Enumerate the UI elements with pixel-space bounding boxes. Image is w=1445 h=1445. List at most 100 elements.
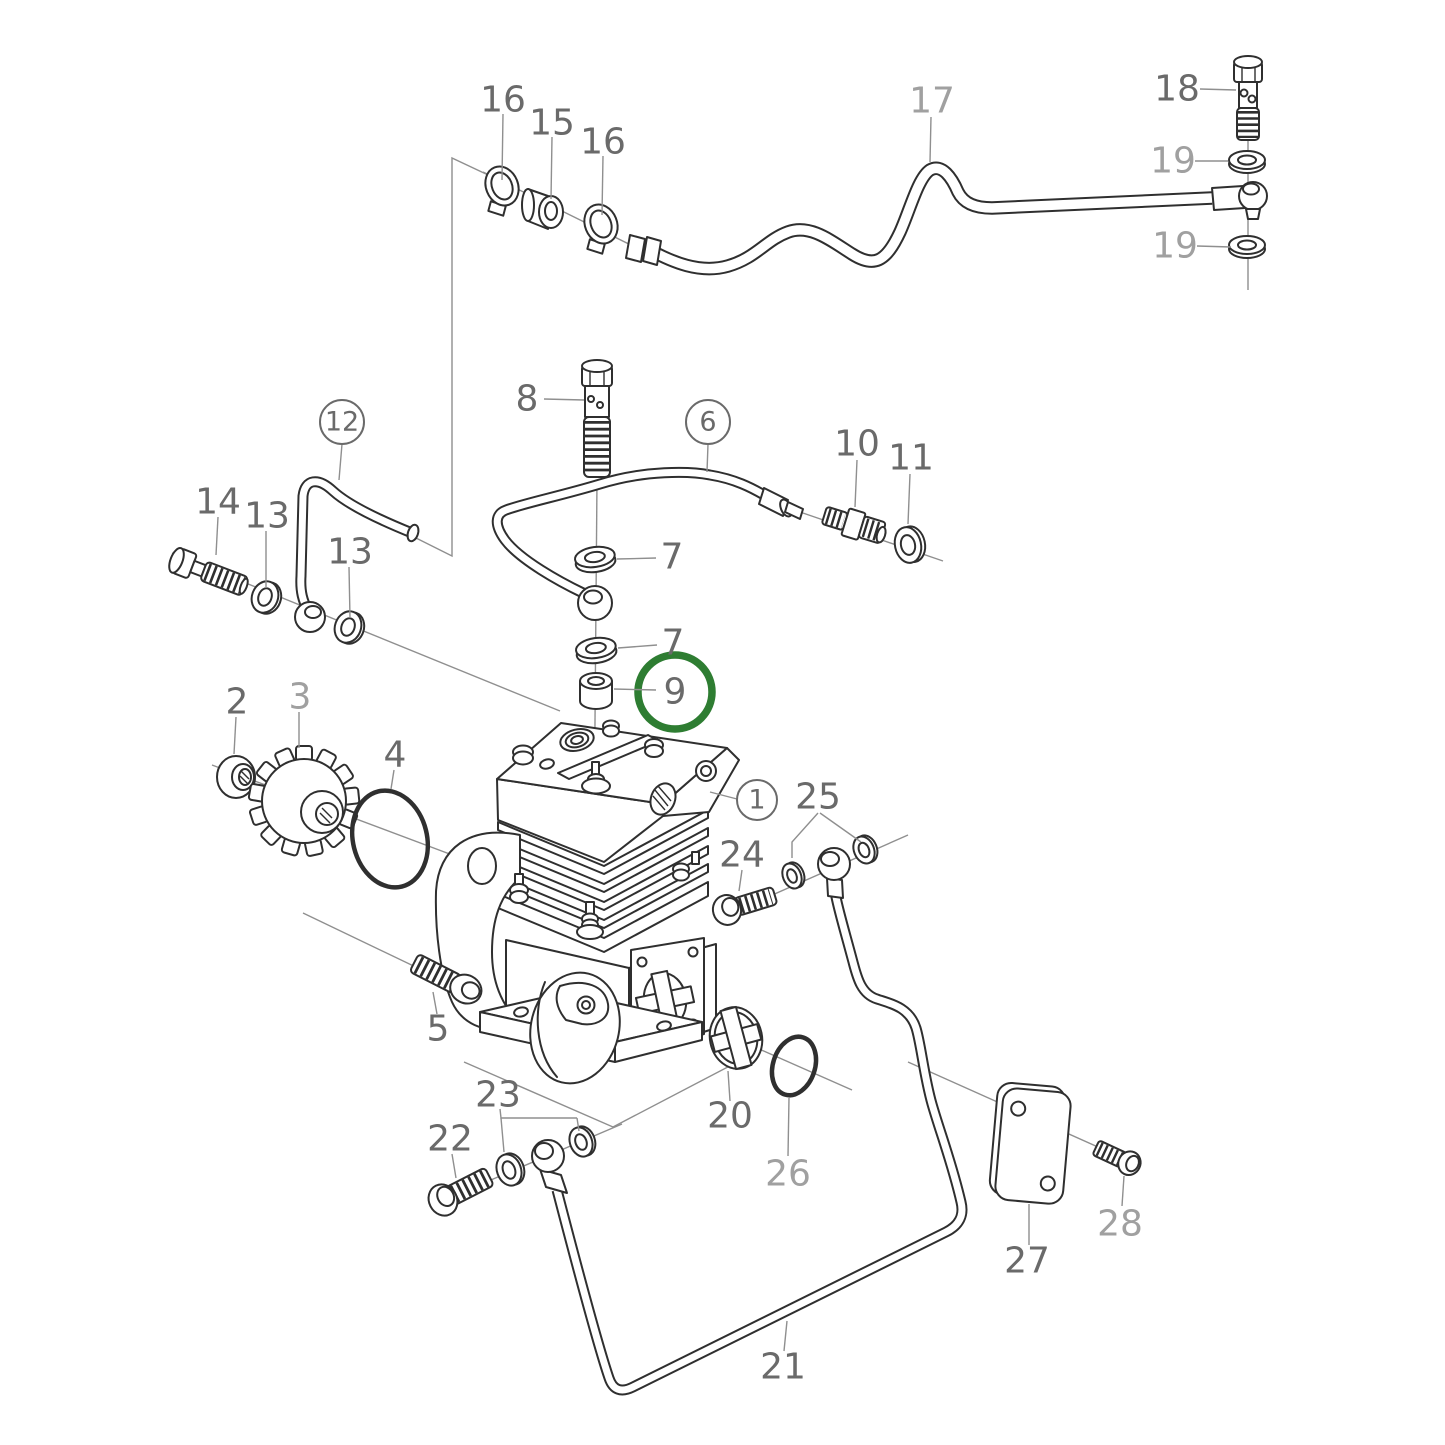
part-clamp-16b [583,203,619,255]
callout-label-23: 23 [475,1075,521,1116]
leader-line-6 [706,443,709,473]
part-washer-19b [1228,235,1266,259]
callout-label-19: 19 [1150,141,1196,182]
callout-label-13: 13 [327,532,373,573]
part-bushing-15 [521,188,564,230]
leader-line-13 [348,566,351,619]
callout-label-12: 12 [325,407,359,438]
leader-line-16 [501,113,504,181]
callout-label-20: 20 [707,1096,753,1137]
part-washer-13b [333,610,366,645]
part-cover-20 [708,1005,764,1071]
part-nut-2 [216,755,256,799]
callout-label-16: 16 [480,80,526,121]
callout-circle-6 [685,399,731,445]
leader-line-23 [576,1117,580,1132]
leader-line-17 [929,116,932,163]
leader-line-28 [1121,1175,1125,1207]
leader-line-7 [616,557,657,560]
part-oring-4 [349,788,431,890]
assembly-centerline [612,1057,746,1128]
part-banjo-bolt-18 [1233,55,1263,141]
highlight-ring-part-9 [634,651,716,733]
leader-line-5 [432,991,438,1015]
callout-label-4: 4 [384,735,407,776]
part-banjo-bolt-8 [581,359,613,478]
callout-label-17: 17 [909,81,955,122]
leader-line-14 [215,516,219,556]
leader-line-19 [1196,245,1232,248]
callout-label-7: 7 [662,623,685,664]
part-fitting-10 [821,506,887,544]
parts-artwork [168,55,1268,1396]
callout-label-21: 21 [760,1347,806,1388]
part-washer-25b [852,834,879,865]
assembly-centerline [413,156,504,558]
part-pipe-6 [491,466,804,621]
part-oring-26 [769,1034,819,1098]
leader-line-26 [787,1097,790,1157]
part-washer-25a [781,861,806,890]
part-washer-7a [574,545,617,574]
callout-label-9: 9 [664,672,687,713]
callout-label-11: 11 [888,438,934,479]
leader-line-11 [907,473,911,525]
leader-line-15 [550,136,553,200]
callout-label-16: 16 [580,122,626,163]
part-clamp-16a [484,165,520,217]
part-washer-23a [495,1152,526,1187]
leader-line-2 [233,716,237,755]
leader-lines [215,88,1237,1352]
leader-line-10 [854,459,858,508]
part-screw-28 [1092,1140,1142,1177]
leader-line-16 [601,155,604,216]
part-gear-3 [247,745,361,857]
callout-label-8: 8 [516,379,539,420]
compressor-head [496,719,740,863]
part-compressor-1 [434,719,740,1085]
callout-label-6: 6 [699,407,716,438]
callout-label-24: 24 [719,835,765,876]
part-washer-11 [893,525,927,564]
leader-line-25 [819,812,862,843]
callout-label-7: 7 [661,537,684,578]
part-washer-13a [250,580,283,615]
leader-line-4 [390,769,395,790]
callout-label-15: 15 [529,103,575,144]
part-washer-23b [568,1125,597,1158]
highlight-layer [634,651,716,733]
leader-line-22 [451,1153,457,1179]
callout-label-14: 14 [195,482,241,523]
callout-label-25: 25 [795,777,841,818]
compressor-foot [529,971,621,1085]
part-bolt-24 [711,886,778,926]
callout-label-19: 19 [1152,226,1198,267]
callout-label-10: 10 [834,424,880,465]
callout-label-13: 13 [244,496,290,537]
part-bolt-5 [409,954,483,1005]
part-spacer-9 [579,672,613,710]
part-hose-17 [625,161,1268,276]
leader-line-20 [727,1070,731,1102]
part-pipe-12 [294,476,420,633]
leader-line-25 [791,812,819,858]
callout-label-18: 18 [1154,69,1200,110]
callout-label-26: 26 [765,1154,811,1195]
leader-line-8 [543,398,585,401]
compressor-studs [509,851,700,940]
callout-label-22: 22 [427,1119,473,1160]
callout-label-27: 27 [1004,1241,1050,1282]
callout-label-5: 5 [427,1009,450,1050]
leader-line-7 [617,644,658,649]
leader-line-21 [783,1320,788,1352]
leader-line-12 [338,443,343,481]
callout-label-28: 28 [1097,1204,1143,1245]
part-washer-7b [575,636,618,665]
part-plate-27 [988,1081,1072,1205]
callout-circle-1 [736,779,778,821]
part-bolt-14 [168,547,249,596]
part-pipe-21 [531,847,968,1396]
callout-label-3: 3 [289,677,312,718]
